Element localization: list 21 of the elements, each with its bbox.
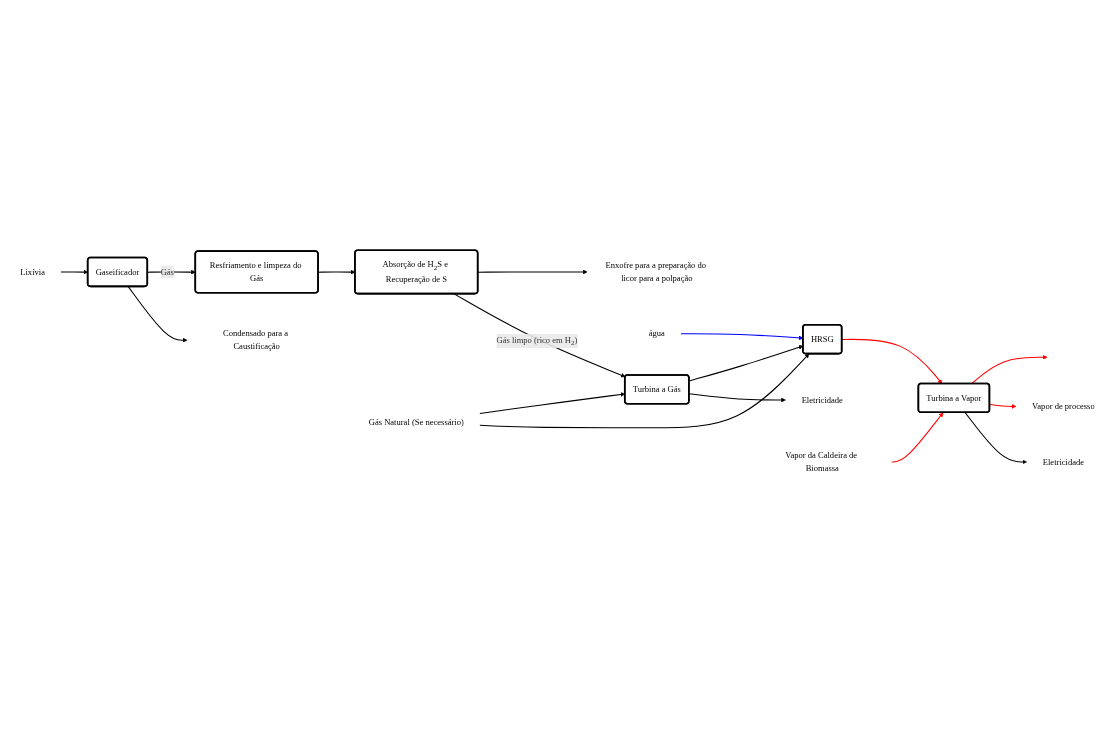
arrow: [479, 353, 810, 429]
arrow: [964, 412, 1027, 465]
arrow: [970, 354, 1048, 385]
node-text: Enxofre para a preparação do licor para a polpação: [605, 260, 706, 283]
node-text: Gás Natural (Se necessário): [368, 417, 464, 427]
edge-label: Gás limpo (rico em H$_{2}$): [496, 335, 578, 347]
node-text: água: [648, 329, 665, 339]
node-text: Eletricidade: [1042, 457, 1085, 467]
arrow: [891, 412, 944, 463]
node-text: Vapor de processo: [1032, 401, 1095, 411]
arrow: [477, 269, 588, 275]
arrow: [989, 403, 1017, 409]
node-text: Vapor da Caldeira de Biomassa: [785, 450, 858, 473]
node-text: Condensado para a Caustificação: [223, 329, 289, 351]
edge-label: Gás: [160, 267, 174, 277]
arrow: [127, 286, 188, 343]
node-text: Lixívia: [20, 267, 45, 277]
arrow: [453, 293, 626, 378]
arrow: [688, 393, 786, 403]
arrow: [841, 338, 943, 384]
node-text: Eletricidade: [801, 395, 843, 405]
